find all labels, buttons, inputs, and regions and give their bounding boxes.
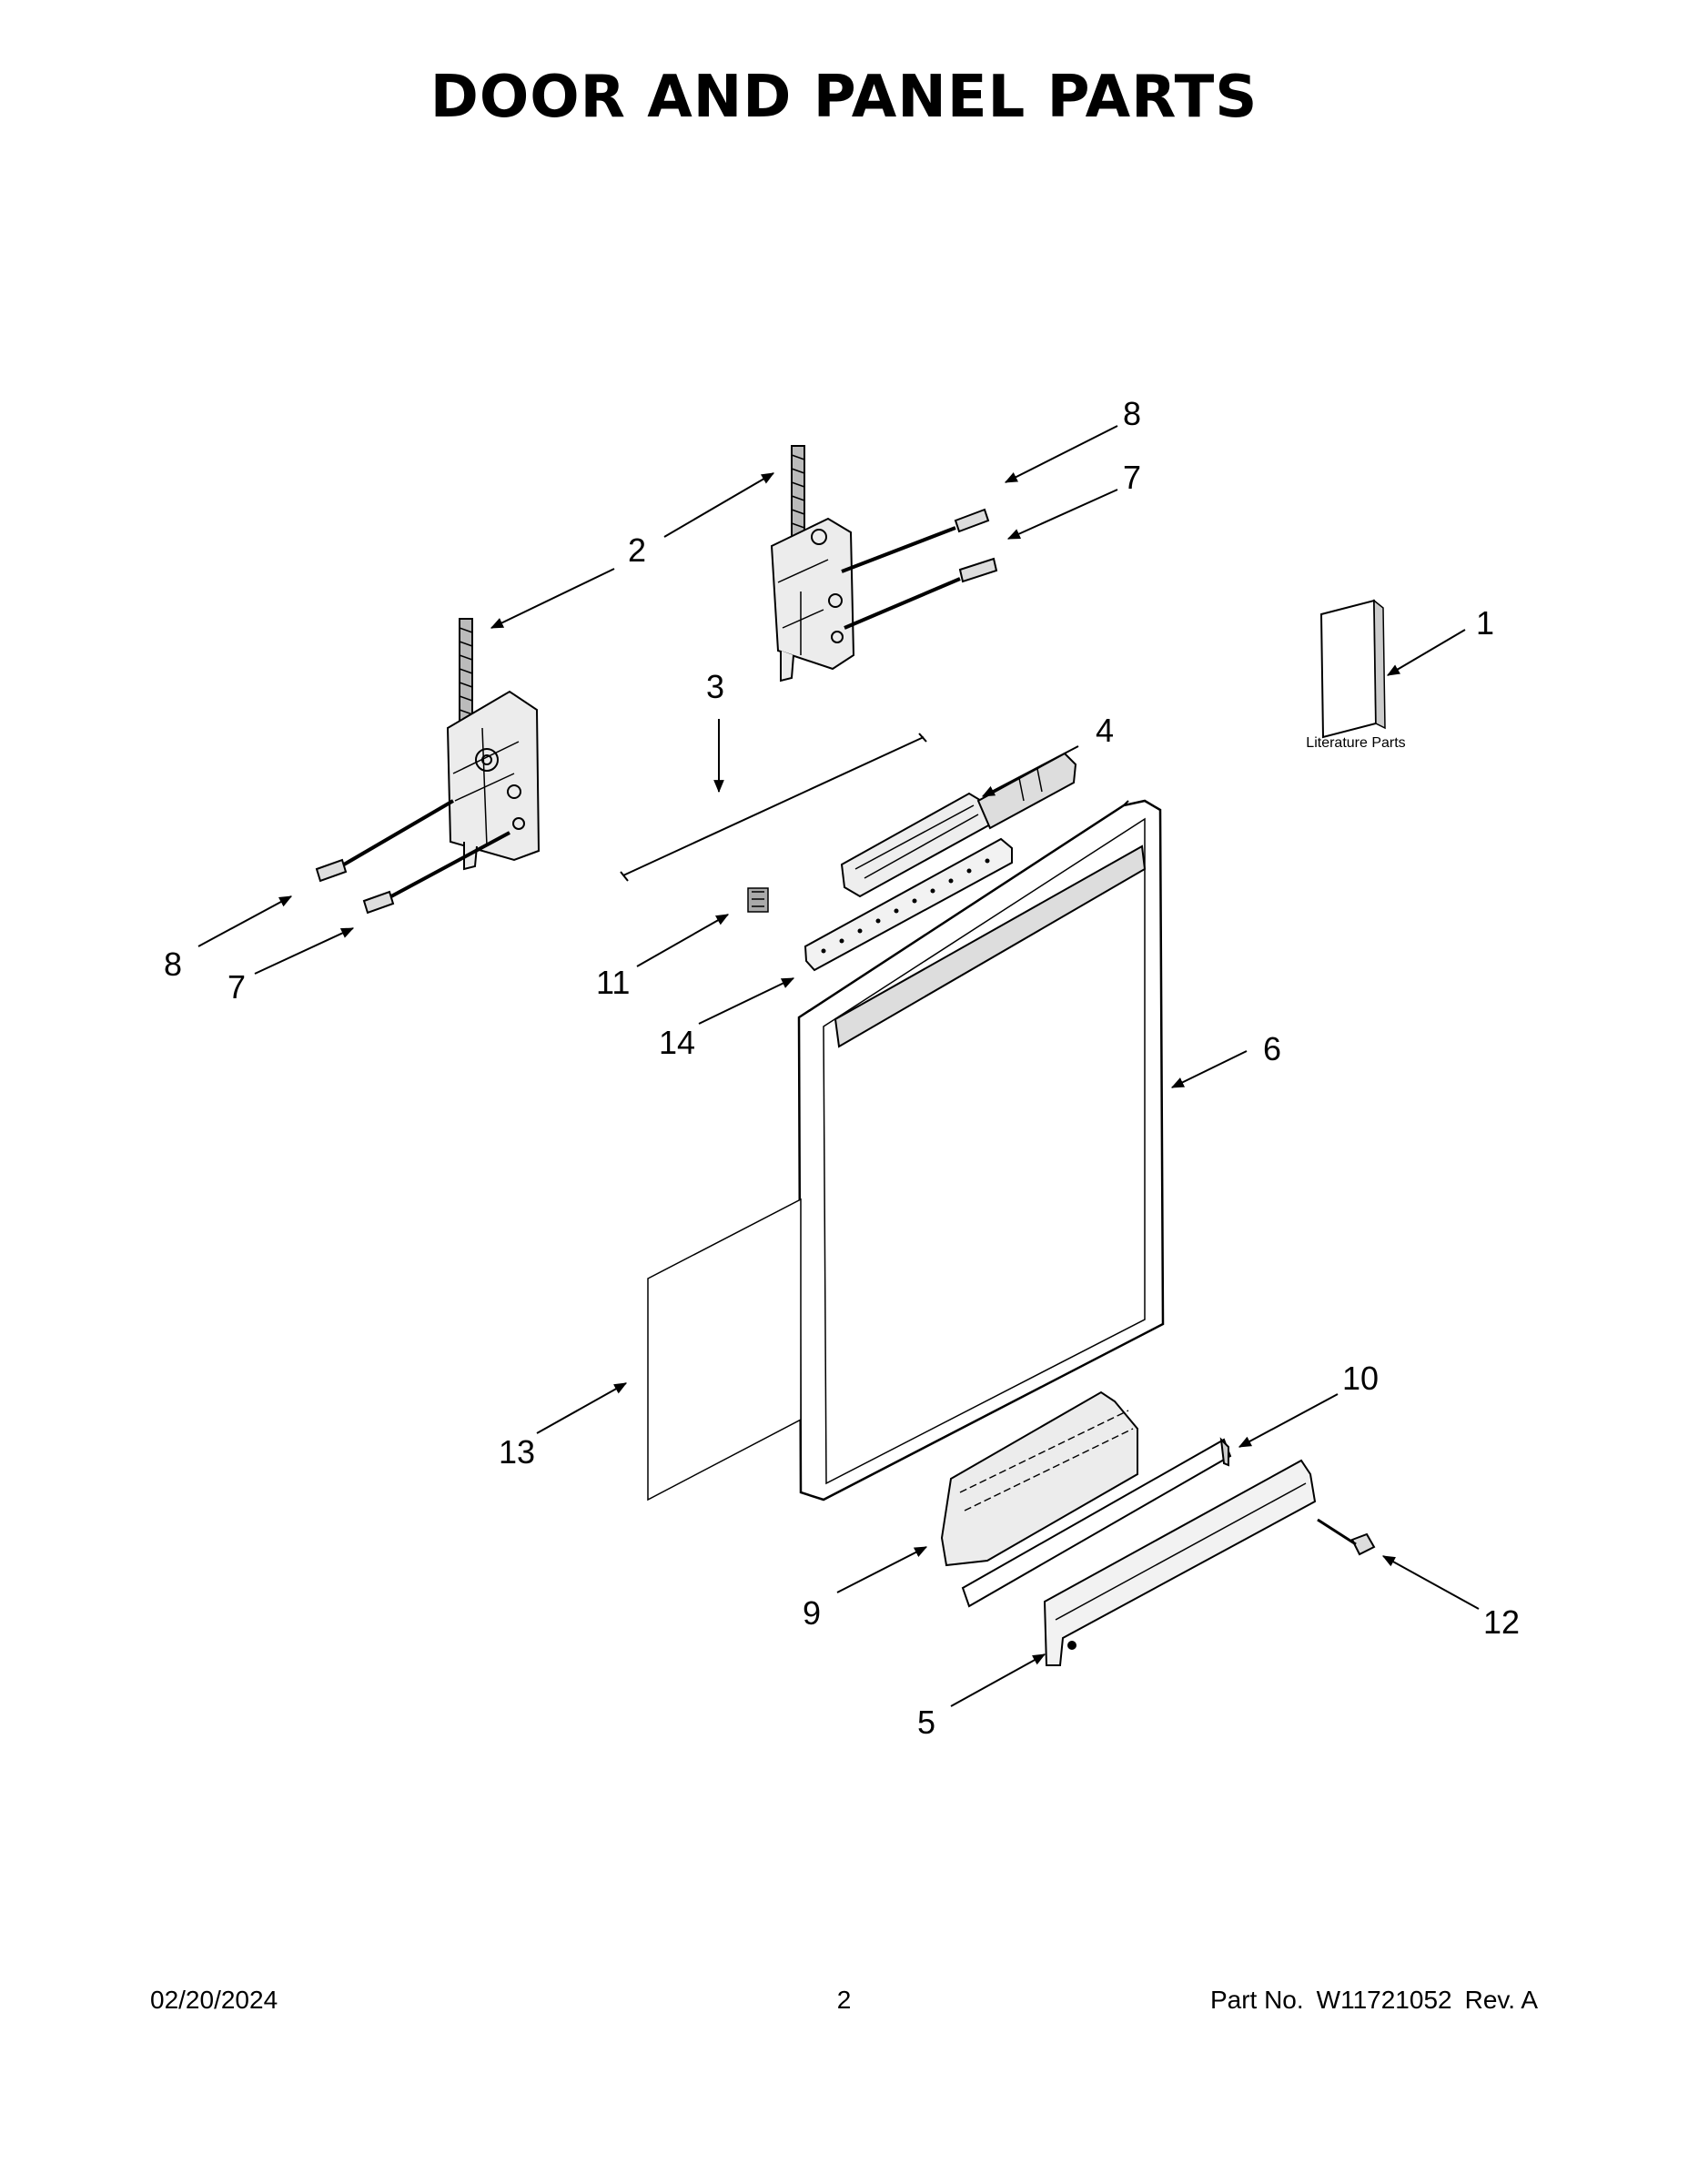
left-hinge-assembly xyxy=(446,618,541,871)
footer-part-label: Part No. xyxy=(1209,1986,1304,2014)
control-strip xyxy=(804,837,1013,972)
insulation-sheet xyxy=(647,1198,802,1502)
lower-access-panel xyxy=(1043,1459,1317,1666)
callout-5: 5 xyxy=(917,1704,935,1741)
footer-part-info: Part No. W11721052 Rev. A xyxy=(1210,1986,1538,2015)
callout-10: 10 xyxy=(1342,1360,1379,1397)
callout-arrows xyxy=(197,425,1480,1707)
callout-4: 4 xyxy=(1096,712,1114,749)
callout-13: 13 xyxy=(499,1433,535,1471)
right-hinge-assembly xyxy=(770,445,855,682)
callout-8-right: 8 xyxy=(1123,395,1141,432)
callout-2: 2 xyxy=(628,531,646,569)
hinge-screws xyxy=(315,508,1376,1556)
literature-parts-label: Literature Parts xyxy=(1306,735,1405,751)
footer-revision: Rev. A xyxy=(1464,1986,1538,2014)
door-clip xyxy=(747,887,769,913)
callout-11: 11 xyxy=(596,964,630,1001)
footer-part-number: W11721052 xyxy=(1316,1986,1452,2014)
callout-7-right: 7 xyxy=(1123,459,1141,496)
callout-3: 3 xyxy=(706,668,724,705)
callout-14: 14 xyxy=(659,1024,695,1061)
callout-12: 12 xyxy=(1483,1603,1520,1641)
toe-panel-strip xyxy=(961,1437,1232,1608)
page-title: DOOR AND PANEL PARTS xyxy=(430,64,1258,131)
callout-1: 1 xyxy=(1476,604,1494,642)
callout-9: 9 xyxy=(803,1594,821,1632)
door-rod xyxy=(620,733,927,882)
kick-plate-bracket xyxy=(940,1390,1138,1567)
callout-7-left: 7 xyxy=(227,968,246,1006)
literature-parts-booklet: Literature Parts xyxy=(1306,599,1406,751)
callout-8-left: 8 xyxy=(164,945,182,983)
footer-date: 02/20/2024 xyxy=(150,1986,278,2014)
callout-6: 6 xyxy=(1263,1030,1281,1067)
door-panel xyxy=(797,799,1165,1502)
footer-page-number: 2 xyxy=(836,1986,852,2014)
